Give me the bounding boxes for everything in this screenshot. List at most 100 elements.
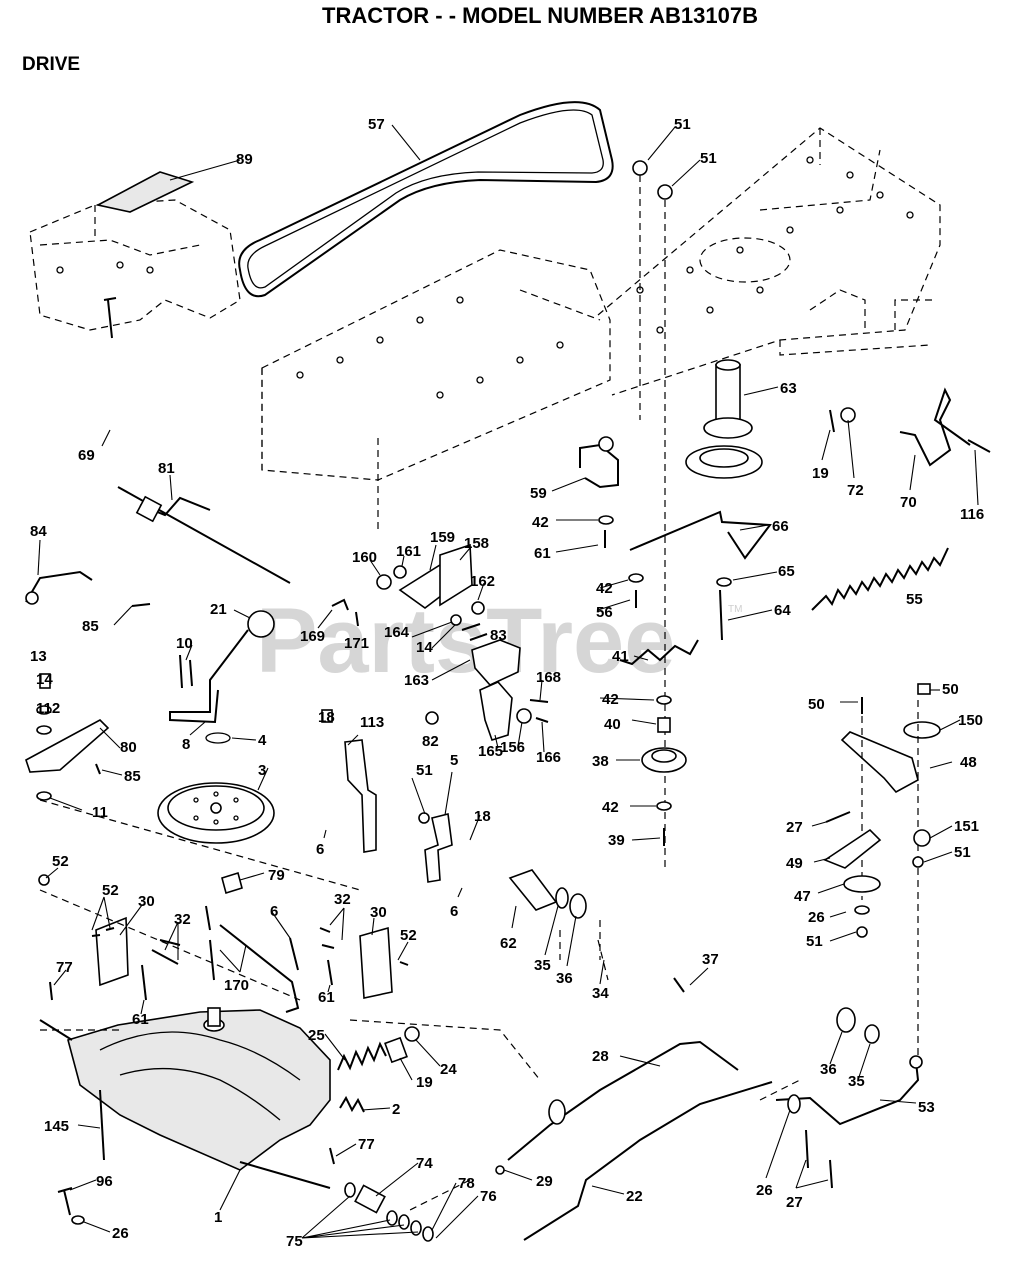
callout-52: 52 (400, 927, 417, 944)
callout-49: 49 (786, 855, 803, 872)
callout-48: 48 (960, 754, 977, 771)
callout-35: 35 (848, 1073, 865, 1090)
callout-75: 75 (286, 1233, 303, 1250)
callout-150: 150 (958, 712, 983, 729)
callout-163: 163 (404, 672, 429, 689)
idler-bracket (579, 443, 619, 489)
drive-linkage-rod (523, 1081, 773, 1241)
callout-53: 53 (918, 1099, 935, 1116)
callout-96: 96 (96, 1173, 113, 1190)
callout-59: 59 (530, 485, 547, 502)
watermark: PartsTree TM (256, 590, 742, 692)
callout-8: 8 (182, 736, 190, 753)
hex-nut (632, 160, 673, 200)
callout-37: 37 (702, 951, 719, 968)
callout-19: 19 (416, 1074, 433, 1091)
callout-1: 1 (214, 1209, 222, 1226)
callout-26: 26 (808, 909, 825, 926)
callout-38: 38 (592, 753, 609, 770)
callout-6: 6 (450, 903, 458, 920)
support-bracket (344, 739, 377, 853)
callout-42: 42 (596, 580, 613, 597)
watermark-trademark: TM (728, 604, 742, 615)
lever-spring (619, 639, 699, 666)
callout-10: 10 (176, 635, 193, 652)
callout-69: 69 (78, 447, 95, 464)
callout-51: 51 (674, 116, 691, 133)
engine-pulley (685, 359, 763, 479)
callout-81: 81 (158, 460, 175, 477)
callout-116: 116 (960, 506, 984, 523)
callout-160: 160 (352, 549, 377, 566)
callout-165: 165 (478, 743, 503, 760)
callout-151: 151 (954, 818, 979, 835)
clutch-linkage-rod (775, 1061, 920, 1126)
idler-pulley (641, 747, 687, 773)
callout-56: 56 (596, 604, 613, 621)
callout-51: 51 (806, 933, 823, 950)
callout-89: 89 (236, 151, 253, 168)
callout-18: 18 (474, 808, 491, 825)
callout-158: 158 (464, 535, 489, 552)
callout-35: 35 (534, 957, 551, 974)
callout-6: 6 (270, 903, 278, 920)
callout-36: 36 (820, 1061, 837, 1078)
callout-14: 14 (36, 671, 53, 688)
callout-61: 61 (318, 989, 335, 1006)
callout-51: 51 (954, 844, 971, 861)
callout-74: 74 (416, 1155, 433, 1172)
callout-24: 24 (440, 1061, 457, 1078)
mount-bracket (424, 813, 453, 883)
callout-18: 18 (318, 709, 335, 726)
callout-40: 40 (604, 716, 621, 733)
neutral-spring (337, 1041, 387, 1071)
callout-166: 166 (536, 749, 561, 766)
callout-61: 61 (132, 1011, 149, 1028)
callout-51: 51 (700, 150, 717, 167)
callout-85: 85 (82, 618, 99, 635)
callout-21: 21 (210, 601, 227, 618)
callout-47: 47 (794, 888, 811, 905)
callout-41: 41 (612, 648, 629, 665)
callout-77: 77 (358, 1136, 375, 1153)
callout-50: 50 (942, 681, 959, 698)
callout-27: 27 (786, 1194, 803, 1211)
callout-159: 159 (430, 529, 455, 546)
callout-64: 64 (774, 602, 791, 619)
callout-32: 32 (174, 911, 191, 928)
callout-168: 168 (536, 669, 561, 686)
bolt (103, 297, 117, 339)
callout-30: 30 (138, 893, 155, 910)
lift-bracket-assembly (376, 543, 485, 626)
callout-76: 76 (480, 1188, 497, 1205)
callout-83: 83 (490, 627, 507, 644)
callout-39: 39 (608, 832, 625, 849)
callout-6: 6 (316, 841, 324, 858)
callout-34: 34 (592, 985, 609, 1002)
callout-52: 52 (102, 882, 119, 899)
watermark-text: PartsTree (256, 590, 675, 692)
transaxle (39, 1007, 331, 1189)
axle-spacer (508, 869, 558, 911)
return-spring (811, 547, 949, 611)
brake-linkage-rod (507, 1040, 739, 1161)
rod-end (25, 570, 93, 603)
idler-bracket-lower (823, 828, 882, 869)
pivot-plate (25, 719, 110, 773)
callout-26: 26 (756, 1182, 773, 1199)
callout-22: 22 (626, 1188, 643, 1205)
callout-13: 13 (30, 648, 47, 665)
callout-42: 42 (532, 514, 549, 531)
callout-36: 36 (556, 970, 573, 987)
callout-labels: 57 89 51 51 63 69 81 19 72 70 116 59 42 … (30, 116, 984, 1250)
callout-161: 161 (396, 543, 421, 560)
section-label: DRIVE (22, 54, 80, 75)
callout-70: 70 (900, 494, 917, 511)
callout-5: 5 (450, 752, 458, 769)
callout-164: 164 (384, 624, 410, 641)
callout-65: 65 (778, 563, 795, 580)
transmission-pulley (157, 782, 275, 844)
callout-3: 3 (258, 762, 266, 779)
brake-rod (209, 924, 300, 1013)
